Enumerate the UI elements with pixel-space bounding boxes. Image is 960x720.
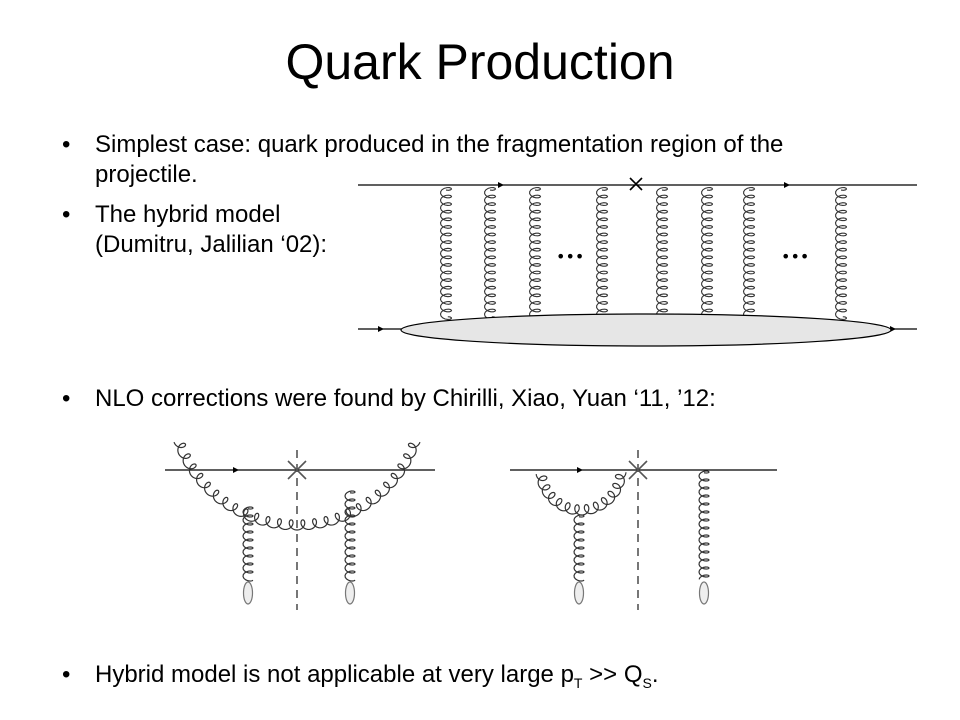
gluon-lines: [439, 187, 848, 321]
gluon-line: [483, 187, 497, 321]
arrow-icon: [498, 182, 504, 188]
gluon-line: [242, 506, 254, 582]
bullet-dot: •: [62, 661, 71, 688]
nlo-diagram-1: [165, 441, 435, 610]
hybrid-model-diagram: ••• •••: [358, 177, 917, 347]
gluon-line: [528, 187, 542, 321]
target-nucleus: [400, 313, 892, 347]
ellipsis-right: •••: [781, 247, 809, 266]
gluon-line: [535, 472, 627, 516]
ellipsis-left: •••: [556, 247, 584, 266]
gluon-line: [173, 441, 421, 531]
bullet-dot: •: [62, 385, 71, 412]
bullet-line-2: (Dumitru, Jalilian ‘02):: [95, 231, 328, 258]
bullet-text: NLO corrections were found by Chirilli, …: [95, 385, 716, 412]
gluon-blob: [242, 581, 254, 605]
gluon-line: [344, 490, 356, 582]
arrow-icon: [577, 467, 583, 473]
gluon-lines: [535, 470, 710, 582]
cut-mark-icon: [629, 177, 643, 191]
bullet-dot: •: [62, 131, 71, 158]
arrow-icon: [233, 467, 239, 473]
gluon-lines: [173, 441, 421, 582]
gluon-line: [834, 187, 848, 321]
gluon-line: [742, 187, 756, 321]
gluon-line: [595, 187, 609, 321]
gluon-line: [700, 187, 714, 321]
bullet-line-1: Simplest case: quark produced in the fra…: [95, 131, 784, 158]
cut-mark-icon: [287, 460, 307, 480]
cut-mark-icon: [628, 460, 648, 480]
gluon-blob: [573, 581, 585, 605]
gluon-line: [573, 514, 585, 582]
bullet-line-2: projectile.: [95, 161, 198, 188]
arrow-icon: [378, 326, 384, 332]
nlo-diagram-2: [510, 450, 777, 610]
gluon-line: [698, 470, 710, 580]
gluon-blob: [698, 581, 710, 605]
gluon-line: [655, 187, 669, 321]
bullet-dot: •: [62, 201, 71, 228]
bullet-line-1: The hybrid model: [95, 201, 281, 228]
gluon-line: [439, 187, 453, 321]
slide-title: Quark Production: [285, 34, 675, 90]
bullet-text: Hybrid model is not applicable at very l…: [95, 661, 659, 691]
bullet-text: The hybrid model (Dumitru, Jalilian ‘02)…: [95, 200, 327, 260]
gluon-blob: [344, 581, 356, 605]
bullet-text: Simplest case: quark produced in the fra…: [95, 130, 783, 190]
arrow-icon: [784, 182, 790, 188]
